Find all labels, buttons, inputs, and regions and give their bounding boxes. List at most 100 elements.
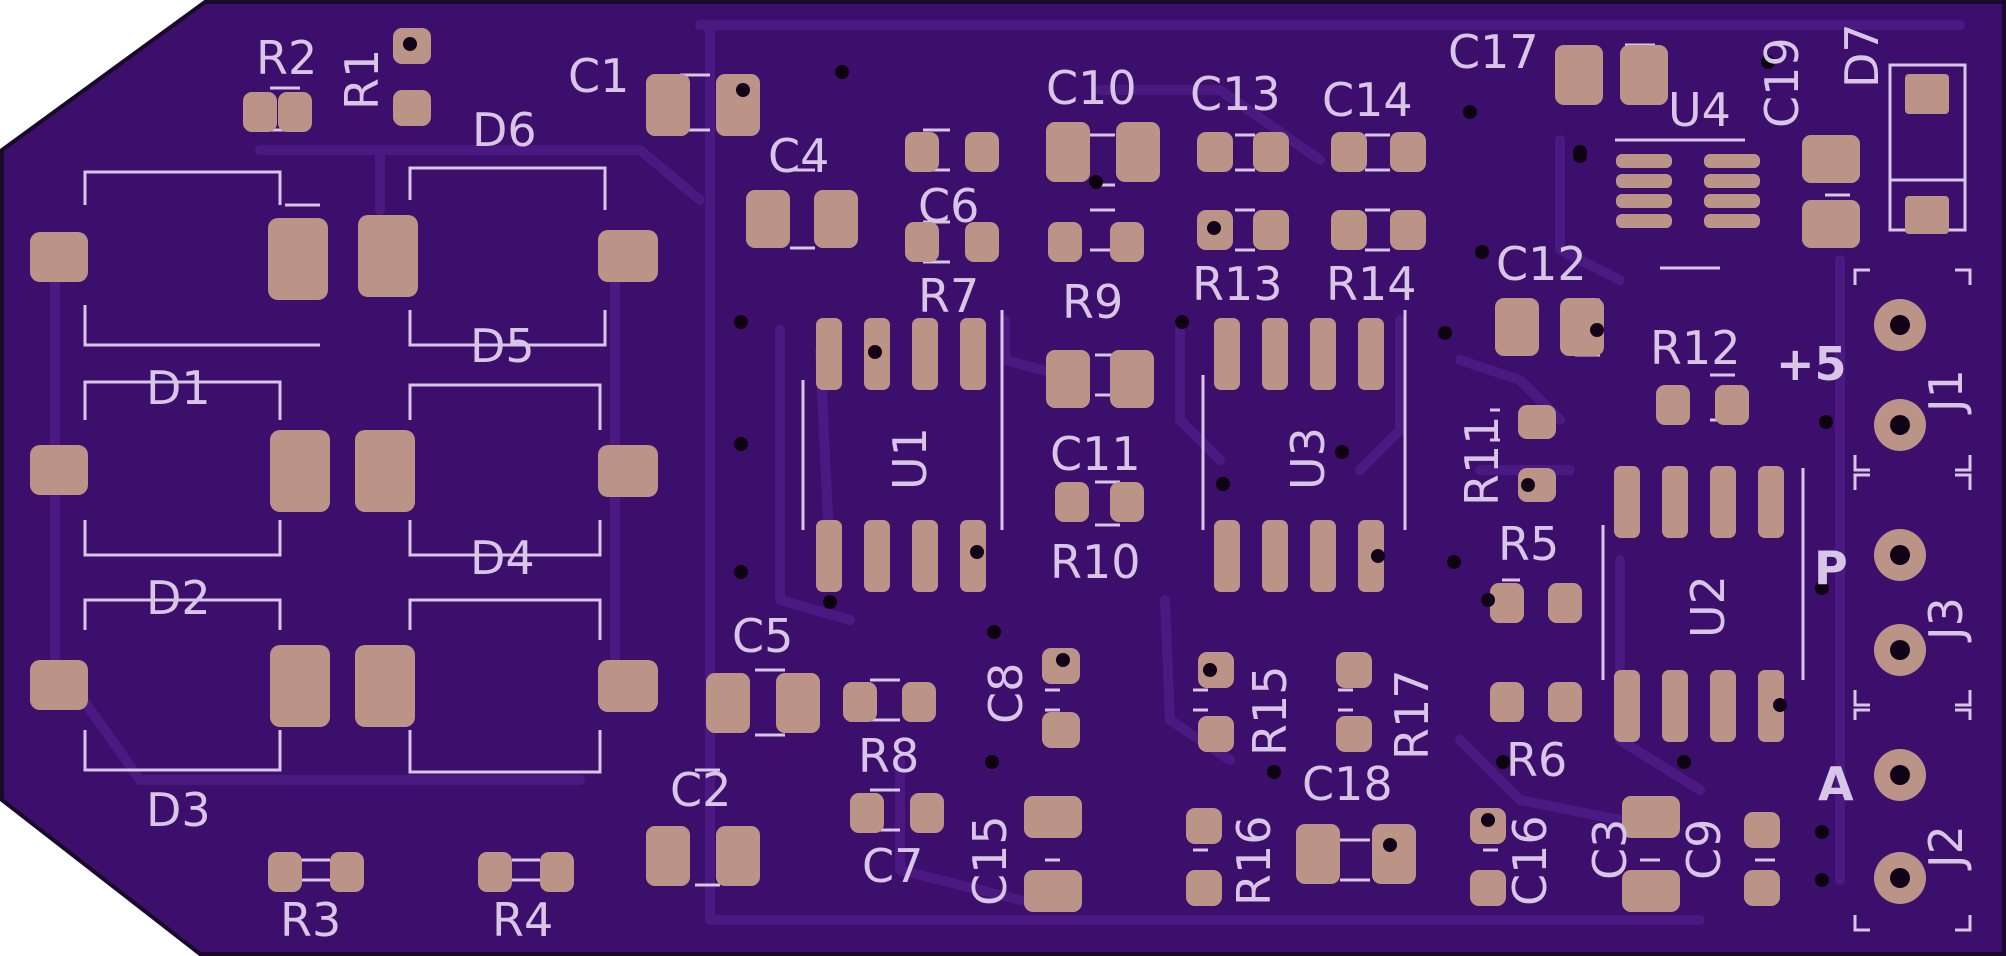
smd-pad-40 [1548, 583, 1582, 623]
smd-pad-22 [1253, 210, 1289, 250]
smd-pad-26 [1620, 45, 1668, 105]
smd-pad-61 [1024, 796, 1082, 838]
smd-pad-4 [393, 90, 431, 126]
u3-bot-pin-2 [1262, 520, 1288, 592]
label-p: P [1814, 541, 1848, 595]
label-c11: C11 [1050, 427, 1141, 481]
label-j1: J1 [1919, 369, 1973, 415]
u1-bot-pin-1 [816, 520, 842, 592]
diode-pad-1 [30, 232, 88, 282]
header-drill-1 [1890, 315, 1910, 335]
via-16 [1815, 581, 1829, 595]
smd-pad-25 [1555, 45, 1603, 105]
label-c2: C2 [670, 763, 731, 817]
header-drill-2 [1890, 415, 1910, 435]
via-2 [734, 315, 748, 329]
pad-mark-4 [970, 545, 984, 559]
pad-mark-8 [1056, 653, 1070, 667]
u2-top-pin-2 [1662, 466, 1688, 538]
u2-top-pin-3 [1710, 466, 1736, 538]
via-12 [1447, 555, 1461, 569]
label-c19: C19 [1755, 37, 1809, 128]
u2-top-pin-4 [1758, 466, 1784, 538]
via-19 [987, 625, 1001, 639]
u4-right-pin-4 [1704, 214, 1760, 228]
u1-top-pin-1 [816, 318, 842, 390]
via-7 [1475, 245, 1489, 259]
smd-pad-30 [1560, 298, 1604, 356]
u4-right-pin-2 [1704, 174, 1760, 188]
u1-bot-pin-2 [864, 520, 890, 592]
via-13 [1573, 149, 1587, 163]
smd-pad-64 [1186, 870, 1222, 906]
smd-pad-15 [1048, 222, 1082, 262]
vias [734, 55, 1833, 887]
smd-pad-60 [540, 852, 574, 892]
smd-pad-39 [1490, 583, 1524, 623]
pad-mark-7 [1521, 478, 1535, 492]
smd-pad-65 [1296, 824, 1340, 884]
via-17 [1815, 825, 1829, 839]
via-14 [1761, 55, 1775, 69]
via-25 [1089, 175, 1103, 189]
smd-pad-6 [716, 74, 760, 136]
smd-pad-55 [646, 826, 690, 886]
u3-top-pin-3 [1310, 318, 1336, 390]
u2-top-pin-1 [1614, 466, 1640, 538]
label-d6: D6 [472, 103, 537, 157]
via-15 [1819, 415, 1833, 429]
label-r8: R8 [858, 729, 919, 783]
pad-mark-5 [1207, 221, 1221, 235]
d7-pad-2 [1905, 196, 1949, 234]
diode-pad-9 [30, 660, 88, 710]
label-r7: R7 [918, 269, 979, 323]
via-3 [734, 437, 748, 451]
smd-pad-69 [1622, 796, 1680, 838]
diode-pad-12 [598, 660, 658, 712]
diode-pad-2 [268, 218, 328, 300]
smd-pad-48 [1042, 712, 1080, 748]
pad-mark-3 [868, 345, 882, 359]
diode-pad-11 [355, 645, 415, 727]
smd-pad-14 [1116, 122, 1160, 182]
via-8 [1175, 315, 1189, 329]
smd-pad-63 [1186, 808, 1222, 844]
smd-pad-51 [1336, 652, 1372, 688]
header-drill-6 [1890, 868, 1910, 888]
smd-pad-28 [1802, 200, 1860, 248]
via-22 [1496, 755, 1510, 769]
u2-bot-pin-4 [1758, 670, 1784, 742]
smd-pad-13 [1046, 122, 1090, 182]
label-u3: U3 [1281, 427, 1335, 490]
smd-pad-54 [910, 793, 944, 833]
label-c7: C7 [862, 839, 923, 893]
diode-pad-5 [30, 445, 88, 495]
label-r12: R12 [1650, 321, 1741, 375]
pad-mark-2 [736, 83, 750, 97]
via-18 [1815, 873, 1829, 887]
label-d7: D7 [1835, 23, 1889, 88]
smd-pad-36 [1518, 468, 1556, 502]
pad-mark-9 [1203, 663, 1217, 677]
label-r4: R4 [492, 893, 553, 947]
smd-pad-66 [1372, 824, 1416, 884]
label-c4: C4 [768, 129, 829, 183]
via-21 [1267, 765, 1281, 779]
label-plus5: +5 [1776, 337, 1847, 391]
label-c13: C13 [1190, 67, 1281, 121]
smd-pad-29 [1495, 298, 1539, 356]
smd-pad-62 [1024, 870, 1082, 912]
smd-pad-72 [1744, 870, 1780, 906]
label-j2: J2 [1919, 825, 1973, 871]
smd-pad-17 [1197, 132, 1233, 172]
smd-pad-7 [746, 190, 790, 248]
label-d1: D1 [146, 361, 211, 415]
u1-top-pin-3 [912, 318, 938, 390]
via-4 [734, 565, 748, 579]
via-9 [1438, 326, 1452, 340]
smd-pad-57 [268, 852, 302, 892]
smd-pad-58 [330, 852, 364, 892]
smd-pad-56 [716, 826, 760, 886]
smd-pad-19 [1331, 132, 1367, 172]
